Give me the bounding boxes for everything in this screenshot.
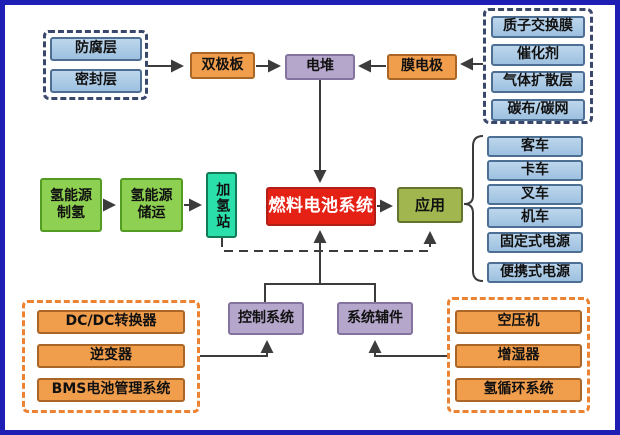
node-control-system: 控制系统 <box>228 302 304 335</box>
node-air-compressor: 空压机 <box>455 310 582 334</box>
node-portable-power: 便携式电源 <box>487 262 583 283</box>
node-stationary-power: 固定式电源 <box>487 232 583 253</box>
node-fuel-cell-system: 燃料电池系统 <box>266 187 376 226</box>
edge-electrics-to-control <box>200 340 274 357</box>
node-inverter: 逆变器 <box>37 344 185 368</box>
node-dcdc-converter: DC/DC转换器 <box>37 310 185 334</box>
node-hydrogen-storage: 氢能源 储运 <box>120 178 183 232</box>
group-mea-parts <box>483 8 593 124</box>
node-system-auxiliary: 系统辅件 <box>337 302 413 335</box>
node-catalyst: 催化剂 <box>491 44 585 66</box>
edge-parts-to-auxiliary <box>368 340 447 357</box>
node-membrane-electrode: 膜电极 <box>387 54 457 80</box>
node-sealing-layer: 密封层 <box>50 69 142 93</box>
node-hydrogen-production: 氢能源 制氢 <box>40 178 102 232</box>
node-humidifier: 增湿器 <box>455 344 582 368</box>
node-hydrogen-circulation: 氢循环系统 <box>455 378 582 402</box>
node-gas-diffusion-layer: 气体扩散层 <box>491 71 585 93</box>
node-proton-exchange-membrane: 质子交换膜 <box>491 16 585 38</box>
node-forklift: 叉车 <box>487 184 583 205</box>
group-electrical-components <box>22 300 200 413</box>
node-stack: 电堆 <box>285 54 355 80</box>
node-bus: 客车 <box>487 136 583 157</box>
group-bipolar-plate-layers <box>43 30 148 100</box>
group-auxiliary-components <box>447 297 590 413</box>
node-carbon-cloth-mesh: 碳布/碳网 <box>491 99 585 121</box>
node-bms: BMS电池管理系统 <box>37 378 185 402</box>
node-application: 应用 <box>397 187 463 223</box>
node-locomotive: 机车 <box>487 207 583 228</box>
node-bipolar-plate: 双极板 <box>190 52 255 79</box>
node-refueling-station: 加氢站 <box>206 172 237 238</box>
applications-brace <box>463 135 484 282</box>
node-truck: 卡车 <box>487 160 583 181</box>
edge-station-to-application-dashed <box>221 231 437 252</box>
node-anti-corrosion-layer: 防腐层 <box>50 37 142 61</box>
edge-branch-control-auxiliary <box>264 283 376 302</box>
